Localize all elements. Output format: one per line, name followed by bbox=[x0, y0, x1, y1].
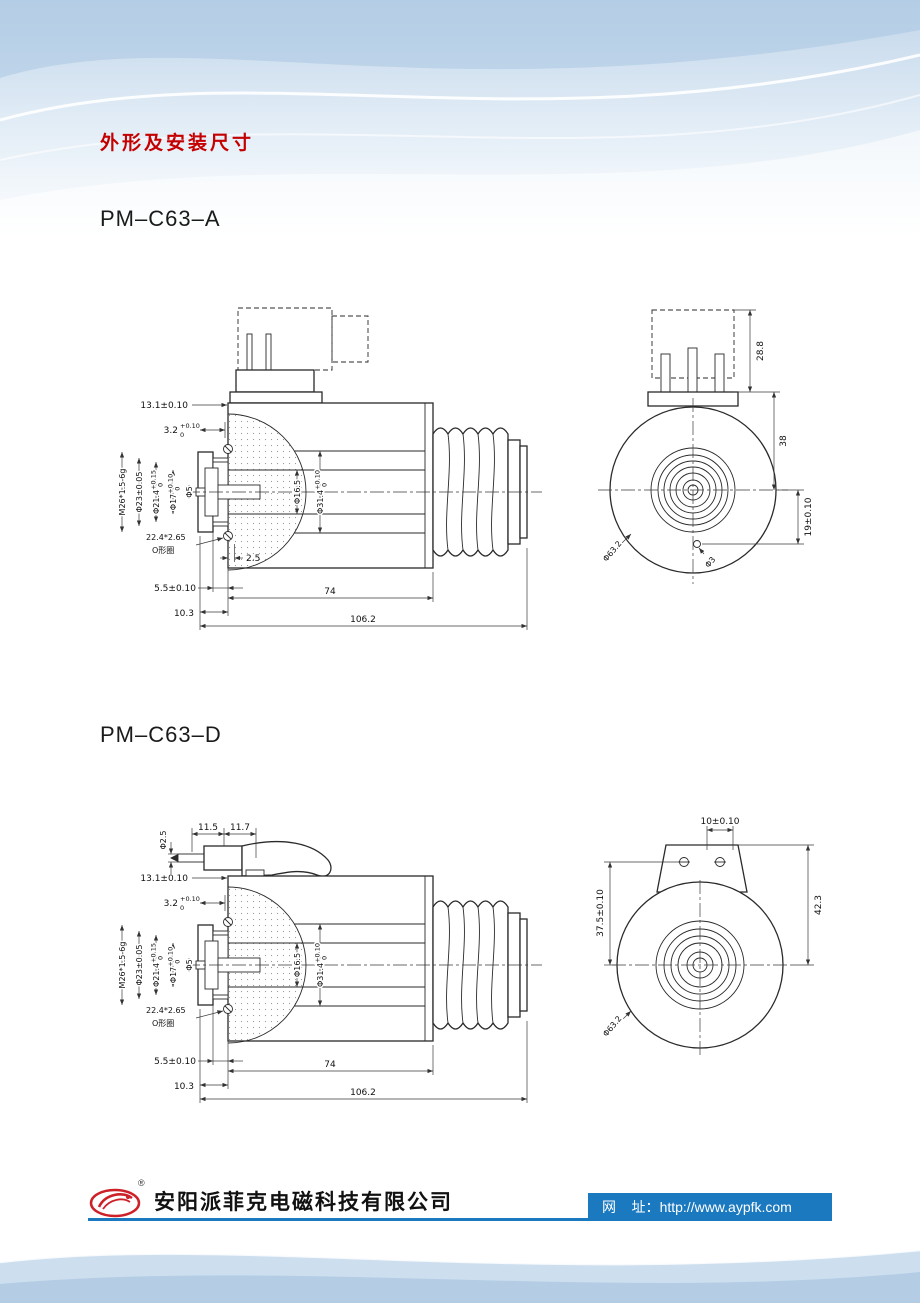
dim-label: M26*1.5-6g bbox=[118, 942, 127, 989]
o-ring-sections bbox=[223, 444, 233, 541]
dim-label: 3.2 bbox=[164, 899, 178, 909]
dimension-lines-d-front bbox=[604, 826, 814, 1023]
dimension-lines-a-side bbox=[119, 402, 528, 630]
dim-label: 11.7 bbox=[230, 823, 250, 833]
dim-tolerance: 0 bbox=[321, 956, 329, 960]
dim-label: Φ31.4+0.100 bbox=[314, 943, 329, 987]
dim-label: 28.8 bbox=[756, 341, 766, 361]
dim-label: 2.5 bbox=[246, 554, 260, 564]
dim-label: Φ31.4+0.100 bbox=[314, 470, 329, 514]
dim-label: Φ5 bbox=[185, 486, 194, 497]
dim-label: 3.2 bbox=[164, 426, 178, 436]
dim-label: 10±0.10 bbox=[700, 817, 739, 827]
dim-tolerance: +0.10 bbox=[180, 895, 200, 903]
din-plug-latch-dashed-outline bbox=[331, 315, 369, 363]
dim-label: 10.3 bbox=[174, 609, 194, 619]
dim-label: 13.1±0.10 bbox=[140, 874, 188, 884]
drawing-d-side-view: Φ2.5 11.5 11.7 13.1±0.10 3.2 +0.10 0 M26… bbox=[117, 822, 542, 1103]
website-url: http://www.aypfk.com bbox=[659, 1199, 792, 1215]
dim-label: Φ2.5 bbox=[159, 830, 168, 849]
dim-label: 13.1±0.10 bbox=[140, 401, 188, 411]
dim-value: Φ21.4 bbox=[152, 963, 161, 987]
dimension-lines-a-front bbox=[619, 309, 804, 555]
dim-label: Φ21.4+0.150 bbox=[150, 943, 165, 987]
dim-value: Φ31.4 bbox=[316, 963, 325, 987]
logo-mark bbox=[89, 1188, 141, 1218]
dim-label: 38 bbox=[779, 435, 789, 447]
dim-label: 74 bbox=[324, 1060, 336, 1070]
bottom-wave-banner bbox=[0, 1248, 920, 1303]
dim-label: Φ63.2 bbox=[601, 1014, 623, 1038]
dim-tolerance: +0.10 bbox=[314, 470, 322, 490]
dim-tolerance: +0.15 bbox=[150, 943, 158, 963]
company-logo: ® bbox=[88, 1178, 150, 1222]
dim-tolerance: 0 bbox=[180, 431, 184, 439]
dimension-lines-d-side bbox=[119, 828, 528, 1103]
drawing-a-front-view: 28.8 38 19±0.10 Φ63.2 Φ3 bbox=[598, 309, 816, 584]
drawing-d-front-view: 10±0.10 37.5±0.10 42.3 Φ63.2 bbox=[595, 816, 826, 1056]
footer: ® 安阳派菲克电磁科技有限公司 网 址：http://www.aypfk.com bbox=[88, 1178, 832, 1226]
registered-mark: ® bbox=[138, 1178, 145, 1188]
dim-tolerance: 0 bbox=[174, 960, 182, 964]
dim-label: Φ23±0.05 bbox=[135, 472, 144, 513]
dim-tolerance: +0.10 bbox=[167, 474, 175, 494]
website-box: 网 址：http://www.aypfk.com bbox=[588, 1193, 832, 1221]
dim-tolerance: 0 bbox=[174, 487, 182, 491]
dim-label: Φ17+0.100 bbox=[167, 947, 182, 983]
dim-tolerance: 0 bbox=[321, 483, 329, 487]
dim-tolerance: +0.15 bbox=[150, 470, 158, 490]
dim-value: Φ31.4 bbox=[316, 490, 325, 514]
dim-value: Φ17 bbox=[169, 967, 178, 983]
din-plug-dashed-outline bbox=[651, 309, 735, 379]
dim-label: 74 bbox=[324, 587, 336, 597]
model-title-pm-c63-d: PM–C63–D bbox=[100, 722, 222, 747]
dim-label: Φ16.5 bbox=[293, 953, 302, 977]
dim-label: 5.5±0.10 bbox=[154, 1057, 196, 1067]
dim-value: Φ21.4 bbox=[152, 490, 161, 514]
dim-label: 42.3 bbox=[814, 895, 824, 915]
oring-label: O形圈 bbox=[152, 546, 174, 555]
oring-size-label: 22.4*2.65 bbox=[146, 1006, 186, 1015]
footer-rule bbox=[88, 1218, 832, 1221]
oring-label: O形圈 bbox=[152, 1019, 174, 1028]
dim-label: 5.5±0.10 bbox=[154, 584, 196, 594]
dim-label: Φ5 bbox=[185, 959, 194, 970]
model-title-pm-c63-a: PM–C63–A bbox=[100, 206, 221, 231]
dim-tolerance: 0 bbox=[157, 483, 165, 487]
dim-label: Φ21.4+0.150 bbox=[150, 470, 165, 514]
dim-label: M26*1.5-6g bbox=[118, 469, 127, 516]
dim-label: 37.5±0.10 bbox=[596, 889, 606, 937]
dim-label: Φ63.2 bbox=[601, 539, 623, 563]
dim-label: Φ17+0.100 bbox=[167, 474, 182, 510]
page-title: 外形及安装尺寸 bbox=[100, 133, 255, 154]
connector-housing bbox=[235, 369, 315, 393]
dim-label: 106.2 bbox=[350, 615, 376, 625]
dim-label: 11.5 bbox=[198, 823, 218, 833]
dim-tolerance: +0.10 bbox=[167, 947, 175, 967]
ground-pin-hole bbox=[693, 540, 701, 548]
drawing-a-side-view: 13.1±0.10 3.2 +0.10 0 M26*1.5-6g Φ23±0.0… bbox=[117, 307, 542, 630]
top-wave-banner bbox=[0, 0, 920, 240]
o-ring-sections bbox=[223, 917, 233, 1014]
dim-tolerance: 0 bbox=[157, 956, 165, 960]
dim-label: Φ23±0.05 bbox=[135, 945, 144, 986]
dim-label: Φ16.5 bbox=[293, 480, 302, 504]
dim-tolerance: 0 bbox=[180, 904, 184, 912]
dim-value: Φ17 bbox=[169, 494, 178, 510]
dim-label: 106.2 bbox=[350, 1088, 376, 1098]
flying-lead-connector bbox=[170, 840, 332, 877]
dim-label: 10.3 bbox=[174, 1082, 194, 1092]
company-name: 安阳派菲克电磁科技有限公司 bbox=[154, 1191, 453, 1214]
dim-label: 19±0.10 bbox=[804, 497, 814, 536]
mounting-bracket bbox=[656, 844, 748, 893]
dim-tolerance: +0.10 bbox=[314, 943, 322, 963]
dim-tolerance: +0.10 bbox=[180, 422, 200, 430]
oring-size-label: 22.4*2.65 bbox=[146, 533, 186, 542]
website-label: 网 址： bbox=[602, 1199, 660, 1215]
